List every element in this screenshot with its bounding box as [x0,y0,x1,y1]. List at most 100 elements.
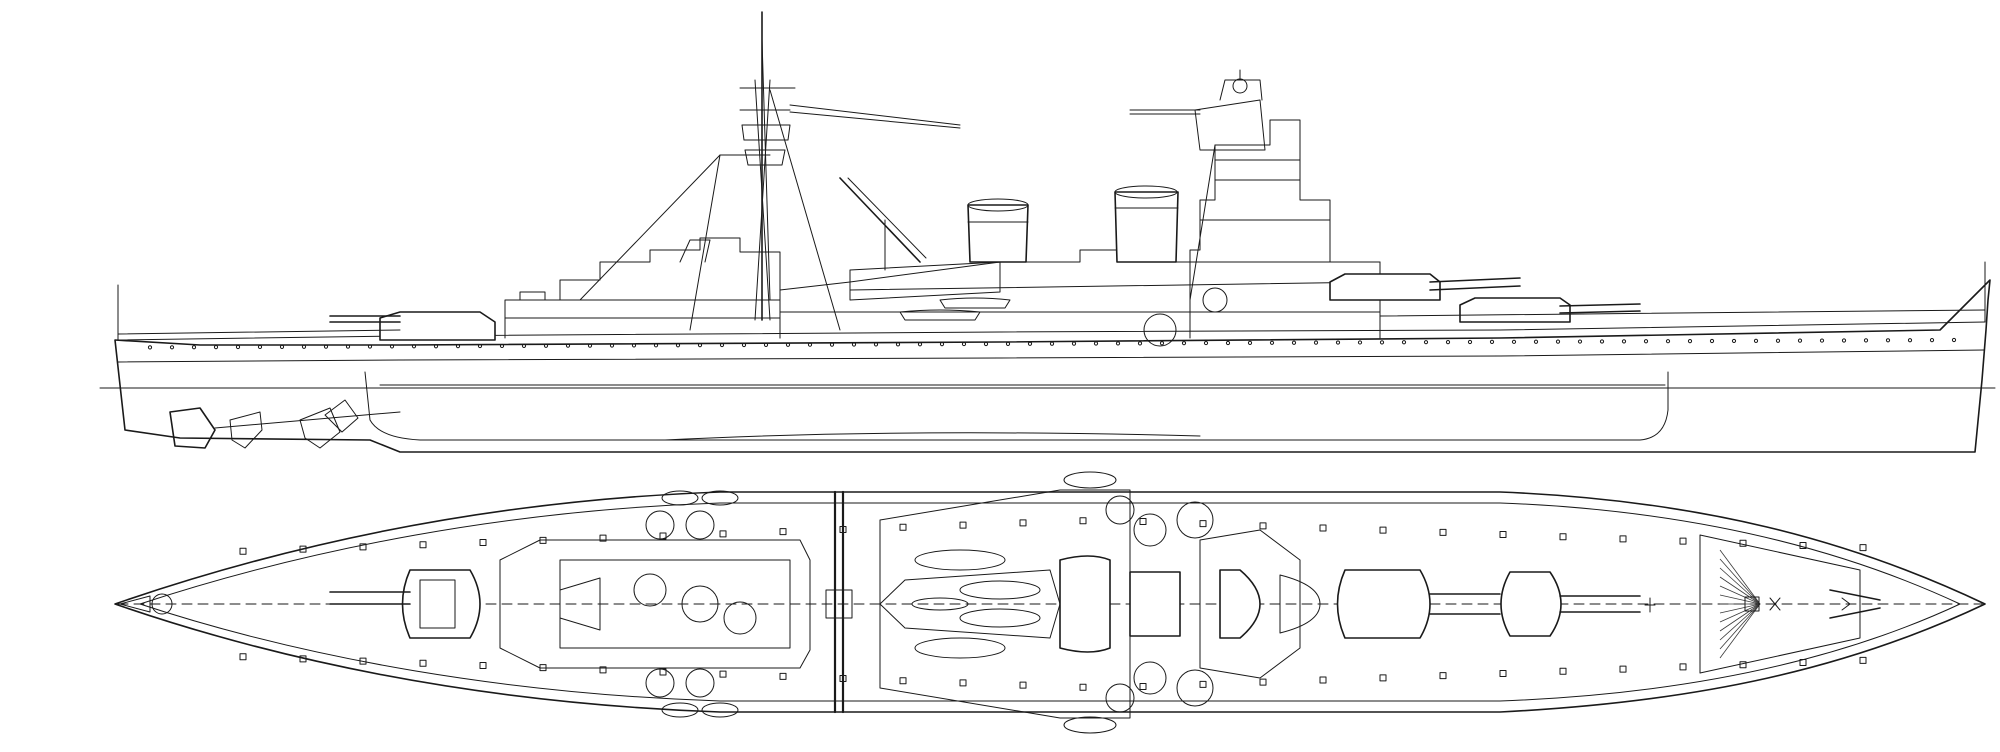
porthole [851,342,857,347]
deck-fitting [1319,676,1327,684]
deck-fitting [419,659,427,667]
deck-fitting [719,530,727,538]
bridge-plan [1199,529,1321,679]
porthole [1643,339,1649,344]
porthole [1753,338,1759,343]
aft-turret-plan [329,569,481,639]
deck-fitting [599,534,607,542]
porthole [411,344,417,349]
deck-fitting [1679,663,1687,671]
profile-view [99,11,1996,453]
porthole [1247,340,1253,345]
porthole [323,344,329,349]
midship-superstructure [779,249,1381,347]
deck-fitting [1559,667,1567,675]
deck-fitting [299,655,307,663]
deck-fitting [1739,539,1747,547]
porthole [763,342,769,347]
porthole [1401,340,1407,345]
porthole [279,344,285,349]
deck-fitting [359,657,367,665]
bilge-keel [664,432,1201,441]
mast-plan [825,490,853,714]
forward-turret-a-profile [1459,297,1641,323]
turret-a-plan [1500,571,1641,637]
deck-fitting [539,664,547,672]
porthole [1489,339,1495,345]
porthole [367,344,373,349]
porthole [433,344,439,349]
deck-fitting [1499,669,1507,677]
deck-fitting [839,675,847,683]
porthole [587,343,593,348]
deck-fitting [1619,535,1627,543]
porthole [345,344,351,349]
deck-fitting [1439,528,1447,536]
deck-fitting [1199,520,1207,528]
deck-outline [114,491,1986,713]
deck-fitting [1499,531,1507,539]
porthole [1027,341,1033,346]
porthole [1951,337,1957,343]
forecastle-plank-line [1719,603,1761,659]
main-deck-line [117,349,1985,363]
deck-fitting [299,545,307,553]
porthole [301,344,307,349]
forecastle-plank-line [1719,567,1761,605]
deck-fitting [1799,659,1807,667]
deck-fitting [1679,537,1687,545]
deck-fitting [779,672,787,680]
upper-deck-line [114,321,1986,341]
porthole [1313,340,1319,345]
porthole [631,343,637,348]
deck-fitting [239,653,247,661]
main-mast [579,11,961,331]
aft-boat-chocks [661,490,739,718]
deck-fitting [1379,674,1387,682]
deck-fitting [899,523,907,531]
porthole [1137,341,1143,346]
deck-fitting [419,541,427,549]
deck-fitting [1139,517,1147,525]
porthole [565,343,571,348]
turret-b-plan [1336,569,1501,639]
deck-fitting [1079,683,1087,691]
porthole [653,343,659,348]
deck-fitting [1739,661,1747,669]
porthole [147,345,153,350]
deck-fitting [959,679,967,687]
porthole [785,342,791,347]
porthole [1863,338,1869,343]
deck-fitting [899,677,907,685]
forecastle-plank-line [1719,603,1761,614]
forecastle-plank-line [1719,603,1761,641]
porthole [1225,340,1231,346]
porthole [1731,338,1737,344]
deck-fitting [239,547,247,555]
porthole [169,345,175,350]
porthole [1049,341,1055,346]
deck-fitting [1859,656,1867,664]
porthole [1445,339,1451,345]
porthole [1291,340,1297,345]
porthole [191,345,197,350]
porthole [1621,339,1627,344]
porthole [1159,341,1165,346]
porthole [1775,338,1781,343]
forecastle-plank-line [1719,603,1761,632]
deck-fitting [659,668,667,676]
porthole [807,342,813,347]
deck-fitting [839,525,847,533]
bridge-tower [1129,69,1381,339]
stern-detail [119,593,173,615]
porthole [455,344,461,349]
porthole [895,342,901,347]
porthole [1555,339,1561,344]
forward-turret-b-profile [1329,273,1521,301]
porthole [1093,341,1099,346]
porthole [1533,339,1539,344]
deck-fitting [1439,672,1447,680]
aft-funnel [967,198,1029,263]
deck-fitting [1619,665,1627,673]
porthole [675,343,681,348]
